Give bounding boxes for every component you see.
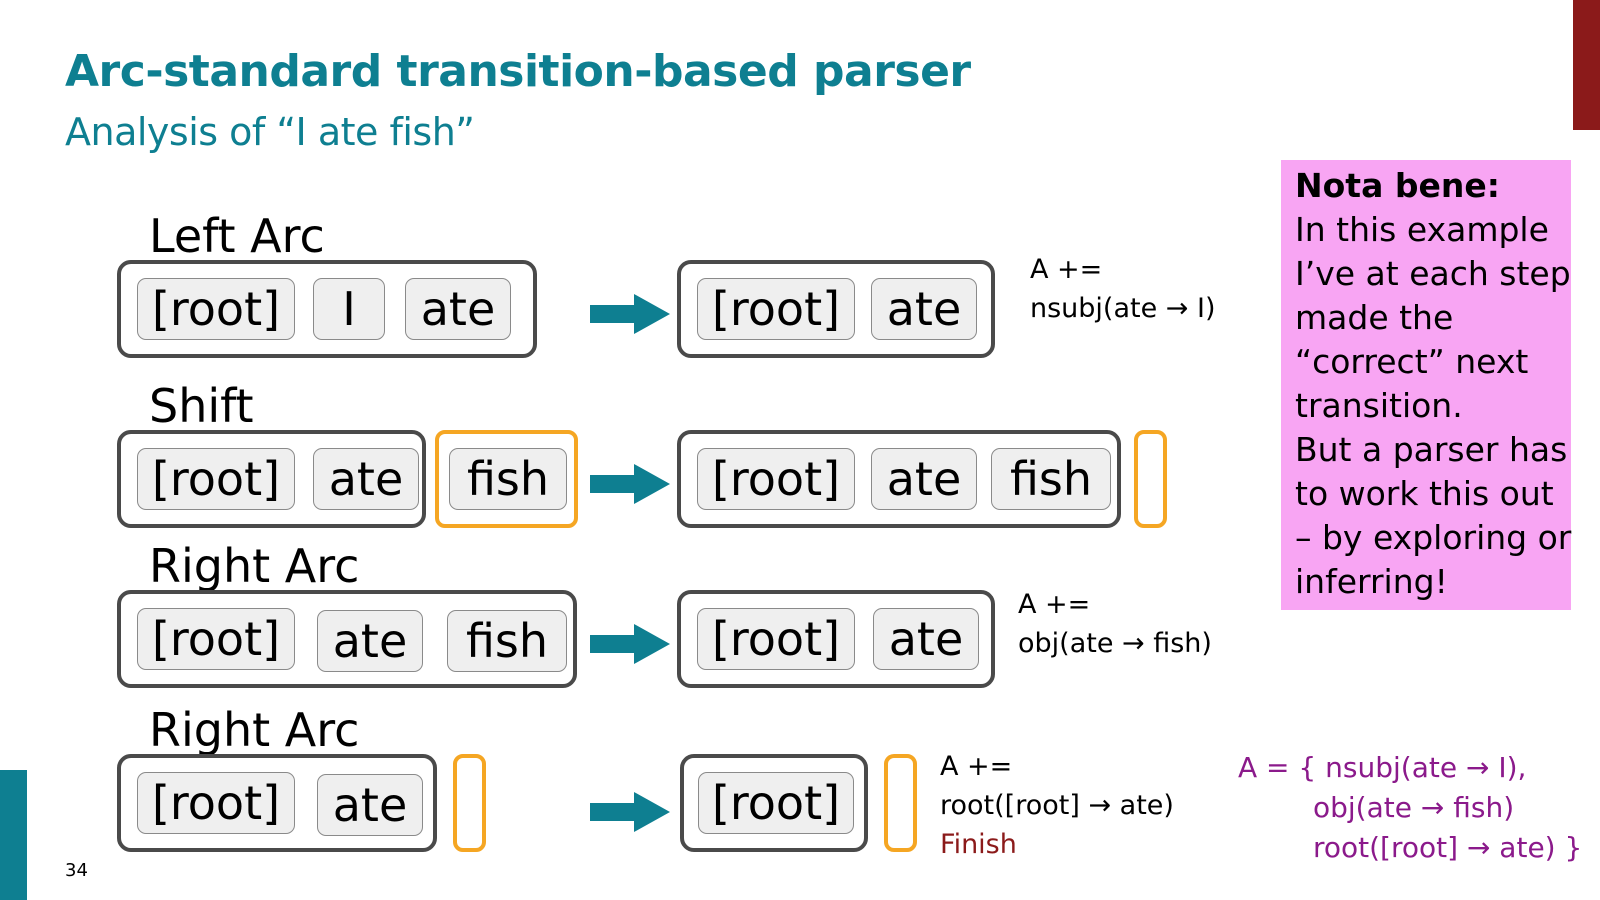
token-root: [root]: [697, 608, 855, 670]
nota-bene-line: “correct” next: [1295, 342, 1529, 381]
transition-arrow-icon: [590, 294, 670, 334]
step-4-after-stack: [root]: [680, 754, 868, 852]
step-4-before-stack: [root] ate: [117, 754, 437, 852]
arc-note-line: obj(ate → fish): [1018, 628, 1212, 659]
nota-bene-box: Nota bene: In this example I’ve at each …: [1281, 160, 1571, 610]
nota-bene-line: transition.: [1295, 386, 1463, 425]
step-2-after-stack: [root] ate fish: [677, 430, 1121, 528]
step-4-label: Right Arc: [149, 703, 360, 757]
token-root: [root]: [697, 278, 855, 340]
token-root: [root]: [137, 608, 295, 670]
nota-bene-line: to work this out: [1295, 474, 1554, 513]
arc-set-line: root([root] → ate) }: [1313, 831, 1583, 864]
token-ate: ate: [317, 774, 423, 836]
accent-bar-bottom-left: [0, 770, 27, 900]
step-3-arc-note: A += obj(ate → fish): [1018, 585, 1212, 663]
step-1-after-stack: [root] ate: [677, 260, 995, 358]
token-ate: ate: [873, 608, 979, 670]
arc-note-line: nsubj(ate → I): [1030, 293, 1216, 324]
step-2-empty-buffer: [1134, 430, 1167, 528]
step-2-label: Shift: [149, 379, 254, 433]
nota-bene-line: inferring!: [1295, 562, 1448, 601]
step-4-empty-buffer-after: [884, 754, 917, 852]
step-1-arc-note: A += nsubj(ate → I): [1030, 250, 1216, 328]
arc-note-line: root([root] → ate): [940, 790, 1174, 821]
nota-bene-line: But a parser has: [1295, 430, 1568, 469]
step-4-arc-note: A += root([root] → ate) Finish: [940, 747, 1174, 864]
token-ate: ate: [871, 278, 977, 340]
arc-set-line: A = { nsubj(ate → I),: [1238, 751, 1527, 784]
slide-number: 34: [65, 860, 88, 881]
final-arc-set: A = { nsubj(ate → I), obj(ate → fish) ro…: [1238, 748, 1582, 868]
token-root: [root]: [697, 448, 855, 510]
token-root: [root]: [137, 772, 295, 834]
slide-subtitle: Analysis of “I ate fish”: [65, 110, 475, 154]
token-root: [root]: [137, 278, 295, 340]
token-ate: ate: [317, 610, 423, 672]
step-3-label: Right Arc: [149, 539, 360, 593]
step-4-empty-buffer-before: [453, 754, 486, 852]
finish-label: Finish: [940, 829, 1017, 860]
nota-bene-line: – by exploring or: [1295, 518, 1572, 557]
arc-note-line: A +=: [940, 751, 1013, 782]
token-fish: fish: [447, 610, 567, 672]
step-3-after-stack: [root] ate: [677, 590, 995, 688]
step-2-before-stack: [root] ate: [117, 430, 426, 528]
step-1-before-stack: [root] I ate: [117, 260, 537, 358]
token-root: [root]: [698, 772, 854, 834]
nota-bene-heading: Nota bene:: [1295, 166, 1500, 205]
arc-note-line: A +=: [1030, 254, 1103, 285]
transition-arrow-icon: [590, 792, 670, 832]
token-root: [root]: [137, 448, 295, 510]
token-fish: fish: [991, 448, 1111, 510]
token-ate: ate: [313, 448, 419, 510]
accent-bar-top-right: [1573, 0, 1600, 130]
step-1-label: Left Arc: [149, 209, 325, 263]
arc-set-line: obj(ate → fish): [1313, 791, 1515, 824]
transition-arrow-icon: [590, 464, 670, 504]
step-3-before-stack: [root] ate fish: [117, 590, 577, 688]
nota-bene-line: In this example: [1295, 210, 1549, 249]
nota-bene-line: made the: [1295, 298, 1454, 337]
transition-arrow-icon: [590, 624, 670, 664]
step-2-before-buffer: fish: [435, 430, 578, 528]
nota-bene-line: I’ve at each step: [1295, 254, 1571, 293]
token-fish: fish: [449, 448, 567, 510]
token-ate: ate: [405, 278, 511, 340]
token-ate: ate: [871, 448, 977, 510]
slide-title: Arc-standard transition-based parser: [65, 46, 971, 97]
token-i: I: [313, 278, 385, 340]
arc-note-line: A +=: [1018, 589, 1091, 620]
